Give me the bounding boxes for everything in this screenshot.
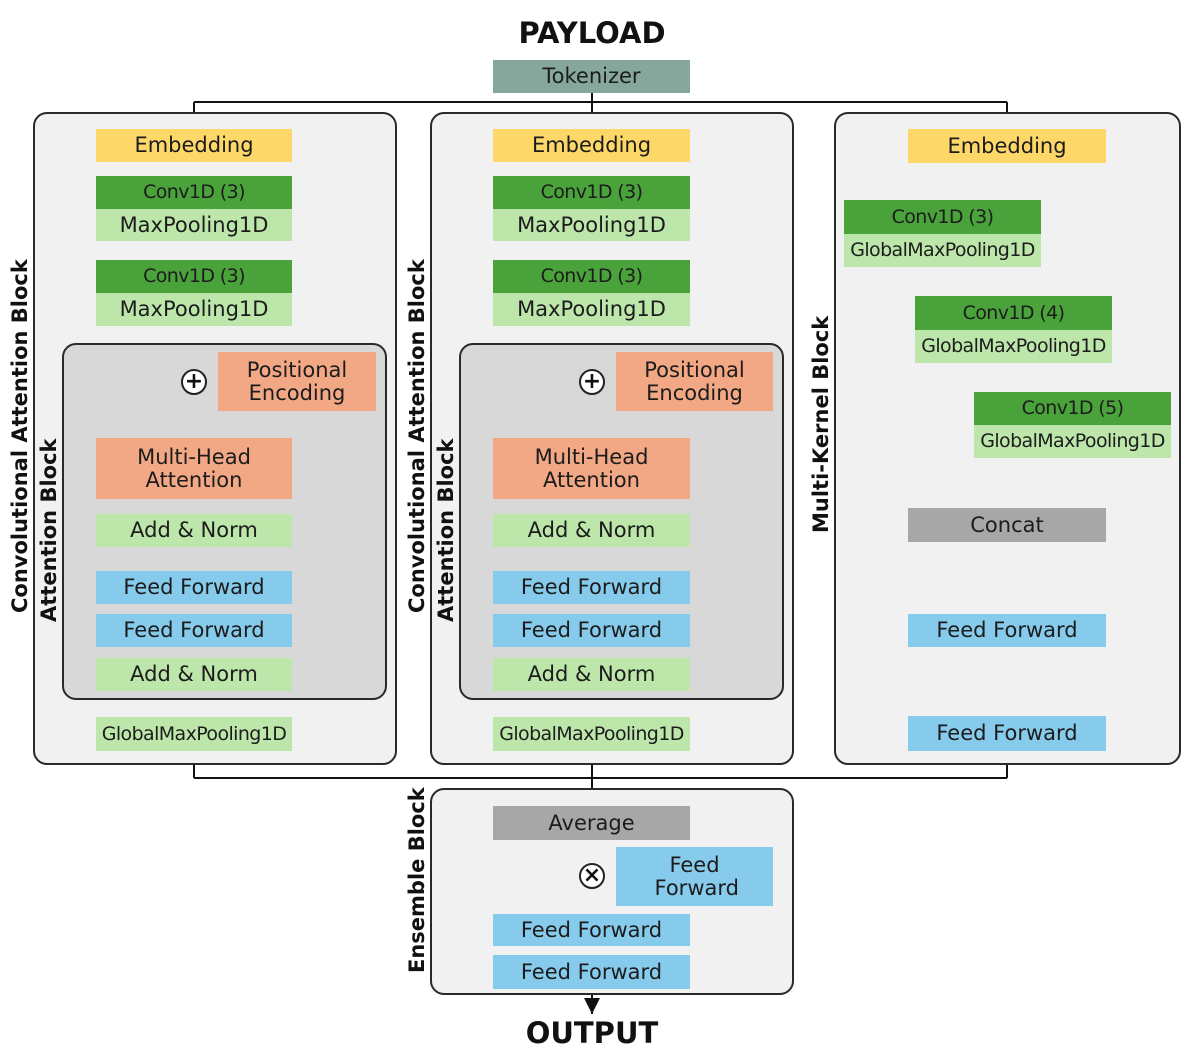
positional-encoding-text-middle: Positional Encoding bbox=[644, 357, 745, 405]
multi-head-attention-box-middle: Multi-Head Attention bbox=[493, 438, 690, 499]
add-operator-left: + bbox=[181, 369, 207, 395]
embedding-box-middle: Embedding bbox=[493, 129, 690, 162]
positional-encoding-box-left: Positional Encoding bbox=[218, 352, 376, 411]
conv1d-k5-box: Conv1D (5) bbox=[974, 392, 1171, 425]
multi-head-attention-box-left: Multi-Head Attention bbox=[96, 438, 292, 499]
global-maxpool-box-left: GlobalMaxPooling1D bbox=[96, 717, 292, 751]
embedding-box-left: Embedding bbox=[96, 129, 292, 162]
conv1d-box-middle-2: Conv1D (3) bbox=[493, 260, 690, 293]
feed-forward-gate-text: Feed Forward bbox=[654, 852, 739, 900]
feed-forward-gate-box: Feed Forward bbox=[616, 847, 773, 906]
conv1d-k3-box: Conv1D (3) bbox=[844, 200, 1041, 234]
maxpool-box-middle-2: MaxPooling1D bbox=[493, 293, 690, 326]
multi-head-attention-text-left: Multi-Head Attention bbox=[137, 444, 251, 492]
feed-forward-box-left-1: Feed Forward bbox=[96, 571, 292, 604]
add-norm-box-left-2: Add & Norm bbox=[96, 658, 292, 691]
maxpool-box-left-1: MaxPooling1D bbox=[96, 209, 292, 241]
add-norm-box-middle-2: Add & Norm bbox=[493, 658, 690, 691]
positional-encoding-box-middle: Positional Encoding bbox=[616, 352, 773, 411]
add-norm-box-middle-1: Add & Norm bbox=[493, 514, 690, 547]
maxpool-box-left-2: MaxPooling1D bbox=[96, 293, 292, 326]
feed-forward-box-right-2: Feed Forward bbox=[908, 716, 1106, 751]
global-maxpool-box-middle: GlobalMaxPooling1D bbox=[493, 717, 690, 751]
attention-label-left: Attention Block bbox=[37, 438, 61, 623]
conv1d-box-middle-1: Conv1D (3) bbox=[493, 176, 690, 209]
feed-forward-box-middle-2: Feed Forward bbox=[493, 614, 690, 647]
multi-head-attention-text-middle: Multi-Head Attention bbox=[534, 444, 649, 492]
concat-box: Concat bbox=[908, 508, 1106, 542]
maxpool-box-middle-1: MaxPooling1D bbox=[493, 209, 690, 241]
add-operator-middle: + bbox=[579, 369, 605, 395]
payload-title: PAYLOAD bbox=[518, 16, 666, 50]
feed-forward-box-right-1: Feed Forward bbox=[908, 614, 1106, 647]
feed-forward-box-ensemble-2: Feed Forward bbox=[493, 955, 690, 989]
global-maxpool-k3-box: GlobalMaxPooling1D bbox=[844, 234, 1041, 267]
conv1d-k4-box: Conv1D (4) bbox=[915, 296, 1112, 330]
positional-encoding-text-left: Positional Encoding bbox=[246, 357, 348, 405]
tokenizer-box: Tokenizer bbox=[493, 60, 690, 93]
feed-forward-box-left-2: Feed Forward bbox=[96, 614, 292, 647]
conv1d-box-left-2: Conv1D (3) bbox=[96, 260, 292, 293]
add-norm-box-left-1: Add & Norm bbox=[96, 514, 292, 547]
ensemble-label: Ensemble Block bbox=[405, 787, 429, 973]
global-maxpool-k5-box: GlobalMaxPooling1D bbox=[974, 425, 1171, 458]
conv1d-box-left-1: Conv1D (3) bbox=[96, 176, 292, 209]
conv-attention-label-left: Convolutional Attention Block bbox=[8, 259, 32, 613]
average-box: Average bbox=[493, 806, 690, 840]
attention-label-middle: Attention Block bbox=[434, 438, 458, 623]
output-title: OUTPUT bbox=[525, 1016, 659, 1050]
feed-forward-box-middle-1: Feed Forward bbox=[493, 571, 690, 604]
multi-kernel-label: Multi-Kernel Block bbox=[809, 315, 833, 533]
feed-forward-box-ensemble-1: Feed Forward bbox=[493, 914, 690, 946]
multiply-operator: × bbox=[579, 863, 605, 889]
embedding-box-right: Embedding bbox=[908, 129, 1106, 163]
global-maxpool-k4-box: GlobalMaxPooling1D bbox=[915, 330, 1112, 363]
conv-attention-label-middle: Convolutional Attention Block bbox=[405, 259, 429, 613]
